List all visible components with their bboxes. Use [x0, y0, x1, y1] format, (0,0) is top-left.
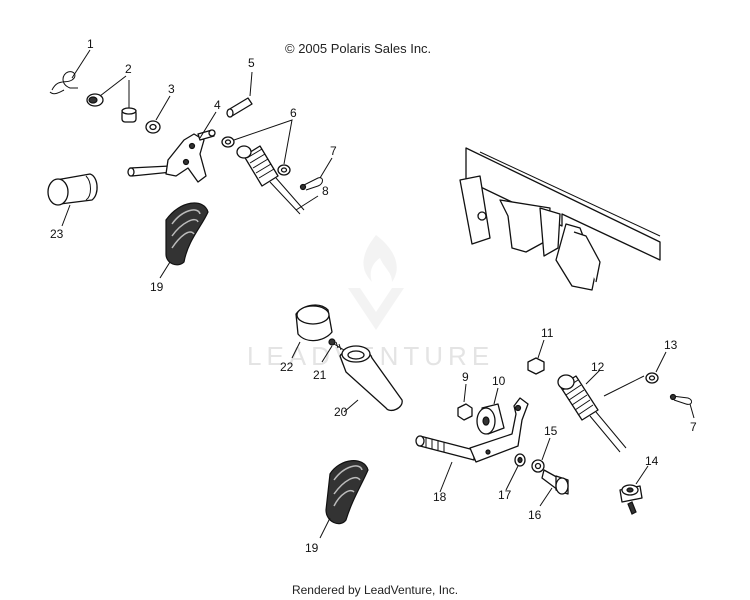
leader-6	[233, 119, 293, 165]
callout-8: 8	[322, 184, 329, 198]
part-washer-17	[514, 453, 526, 467]
callout-12: 12	[591, 360, 605, 374]
part-roller-10	[476, 403, 505, 435]
callout-23: 23	[50, 227, 64, 241]
leader-23	[61, 204, 71, 227]
part-knob-23	[47, 173, 98, 206]
leader-21	[321, 345, 333, 363]
leader-2a	[99, 75, 127, 97]
part-bushing-a	[86, 93, 104, 107]
callout-20: 20	[334, 405, 348, 419]
callout-19-upper: 19	[150, 280, 164, 294]
callout-5: 5	[248, 56, 255, 70]
callout-2: 2	[125, 62, 132, 76]
leader-22	[291, 341, 301, 359]
part-washer-6b	[277, 164, 291, 176]
leader-7b	[689, 403, 695, 419]
callout-22: 22	[280, 360, 294, 374]
part-pedal-pad-19b	[325, 460, 369, 525]
part-bushing-b	[121, 107, 137, 123]
leader-8	[295, 195, 319, 211]
callout-16: 16	[528, 508, 542, 522]
part-washer-13	[645, 372, 659, 384]
leader-19a	[159, 261, 171, 279]
callout-7-upper: 7	[330, 144, 337, 158]
part-washer-3	[145, 120, 161, 134]
leader-7a	[319, 157, 333, 179]
leader-11	[537, 339, 545, 359]
leader-18	[439, 461, 453, 493]
leader-20	[343, 399, 359, 413]
part-cap-22	[295, 304, 333, 342]
callout-7-lower: 7	[690, 420, 697, 434]
leader-4	[199, 111, 217, 139]
part-nut-9	[457, 403, 473, 421]
leader-1	[71, 49, 91, 79]
part-cable-upper	[236, 145, 305, 215]
part-screw-21	[328, 338, 345, 351]
part-clip-7a	[299, 177, 323, 191]
part-nut-11	[527, 357, 545, 375]
part-clip-7b	[669, 393, 693, 405]
part-pin-5	[226, 97, 253, 118]
leader-12a	[585, 369, 601, 385]
part-pivot-bracket	[127, 129, 216, 183]
leader-10	[493, 387, 499, 405]
leader-5	[249, 71, 253, 97]
callout-19-lower: 19	[305, 541, 319, 555]
part-hairpin-clip	[49, 71, 78, 95]
render-credit: Rendered by LeadVenture, Inc.	[291, 583, 459, 597]
part-washer-15	[531, 459, 545, 473]
leader-14	[635, 465, 649, 485]
leader-9	[463, 383, 467, 403]
leader-17	[505, 465, 519, 491]
leader-3	[155, 95, 171, 121]
callout-18: 18	[433, 490, 447, 504]
callout-4: 4	[214, 98, 221, 112]
callout-3: 3	[168, 82, 175, 96]
part-cable-lower	[557, 374, 627, 453]
callout-21: 21	[313, 368, 327, 382]
callout-13: 13	[664, 338, 678, 352]
callout-17: 17	[498, 488, 512, 502]
callout-1: 1	[87, 37, 94, 51]
leader-13	[655, 351, 667, 373]
callout-11: 11	[541, 326, 554, 340]
part-clamp-14	[619, 484, 643, 515]
callout-10: 10	[492, 374, 506, 388]
leader-19b	[319, 517, 331, 539]
leader-15	[541, 437, 551, 461]
leader-16	[539, 487, 553, 507]
callout-15: 15	[544, 424, 558, 438]
leader-12b	[603, 375, 645, 397]
watermark-emblem	[348, 235, 404, 330]
callout-6: 6	[290, 106, 297, 120]
copyright-notice: © 2005 Polaris Sales Inc.	[285, 41, 432, 56]
part-frame-section	[459, 147, 661, 291]
part-pedal-pad-19a	[165, 202, 209, 266]
part-pedal-arm-18	[415, 397, 529, 463]
callout-9: 9	[462, 370, 469, 384]
part-bolt-16	[541, 469, 569, 495]
callout-14: 14	[645, 454, 659, 468]
part-washer-6a	[221, 136, 235, 148]
part-sleeve-20	[339, 345, 403, 412]
